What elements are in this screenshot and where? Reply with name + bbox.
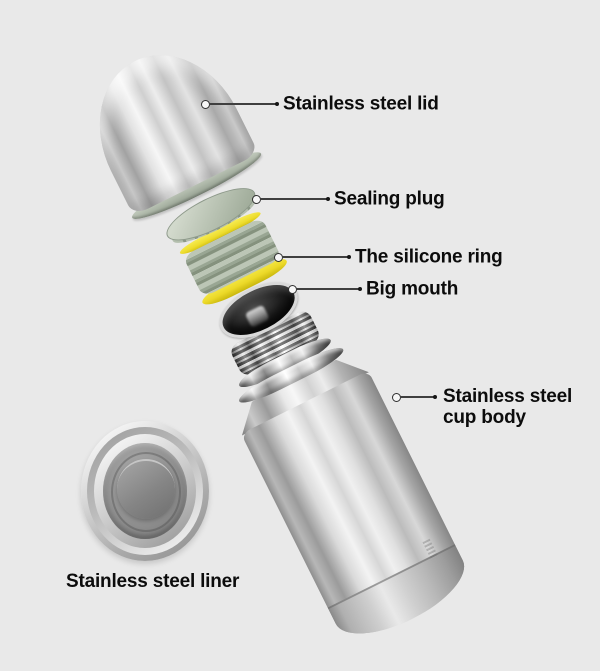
liner-center-disc	[117, 459, 175, 519]
callout-dot-icon	[347, 255, 351, 259]
callout-line	[260, 198, 327, 200]
callout-dot-icon	[275, 102, 279, 106]
callout-line	[282, 256, 348, 258]
label-sealing-plug: Sealing plug	[334, 188, 445, 210]
callout-line	[296, 288, 359, 290]
callout-line	[209, 103, 276, 105]
label-cup-body: Stainless steel cup body	[443, 386, 573, 428]
label-silicone-ring: The silicone ring	[355, 246, 503, 268]
callout-line	[400, 396, 434, 398]
label-big-mouth: Big mouth	[366, 278, 459, 300]
cup-body-bottom-cap	[327, 544, 477, 651]
lid-graphic	[71, 29, 259, 216]
callout-dot-icon	[358, 287, 362, 291]
liner-graphic	[81, 421, 209, 561]
brand-mark-faint	[422, 538, 439, 561]
label-stainless-steel-lid: Stainless steel lid	[283, 93, 439, 115]
callout-dot-icon	[433, 395, 437, 399]
liner-groove	[111, 452, 181, 532]
label-liner: Stainless steel liner	[66, 571, 240, 592]
callout-dot-icon	[326, 197, 330, 201]
